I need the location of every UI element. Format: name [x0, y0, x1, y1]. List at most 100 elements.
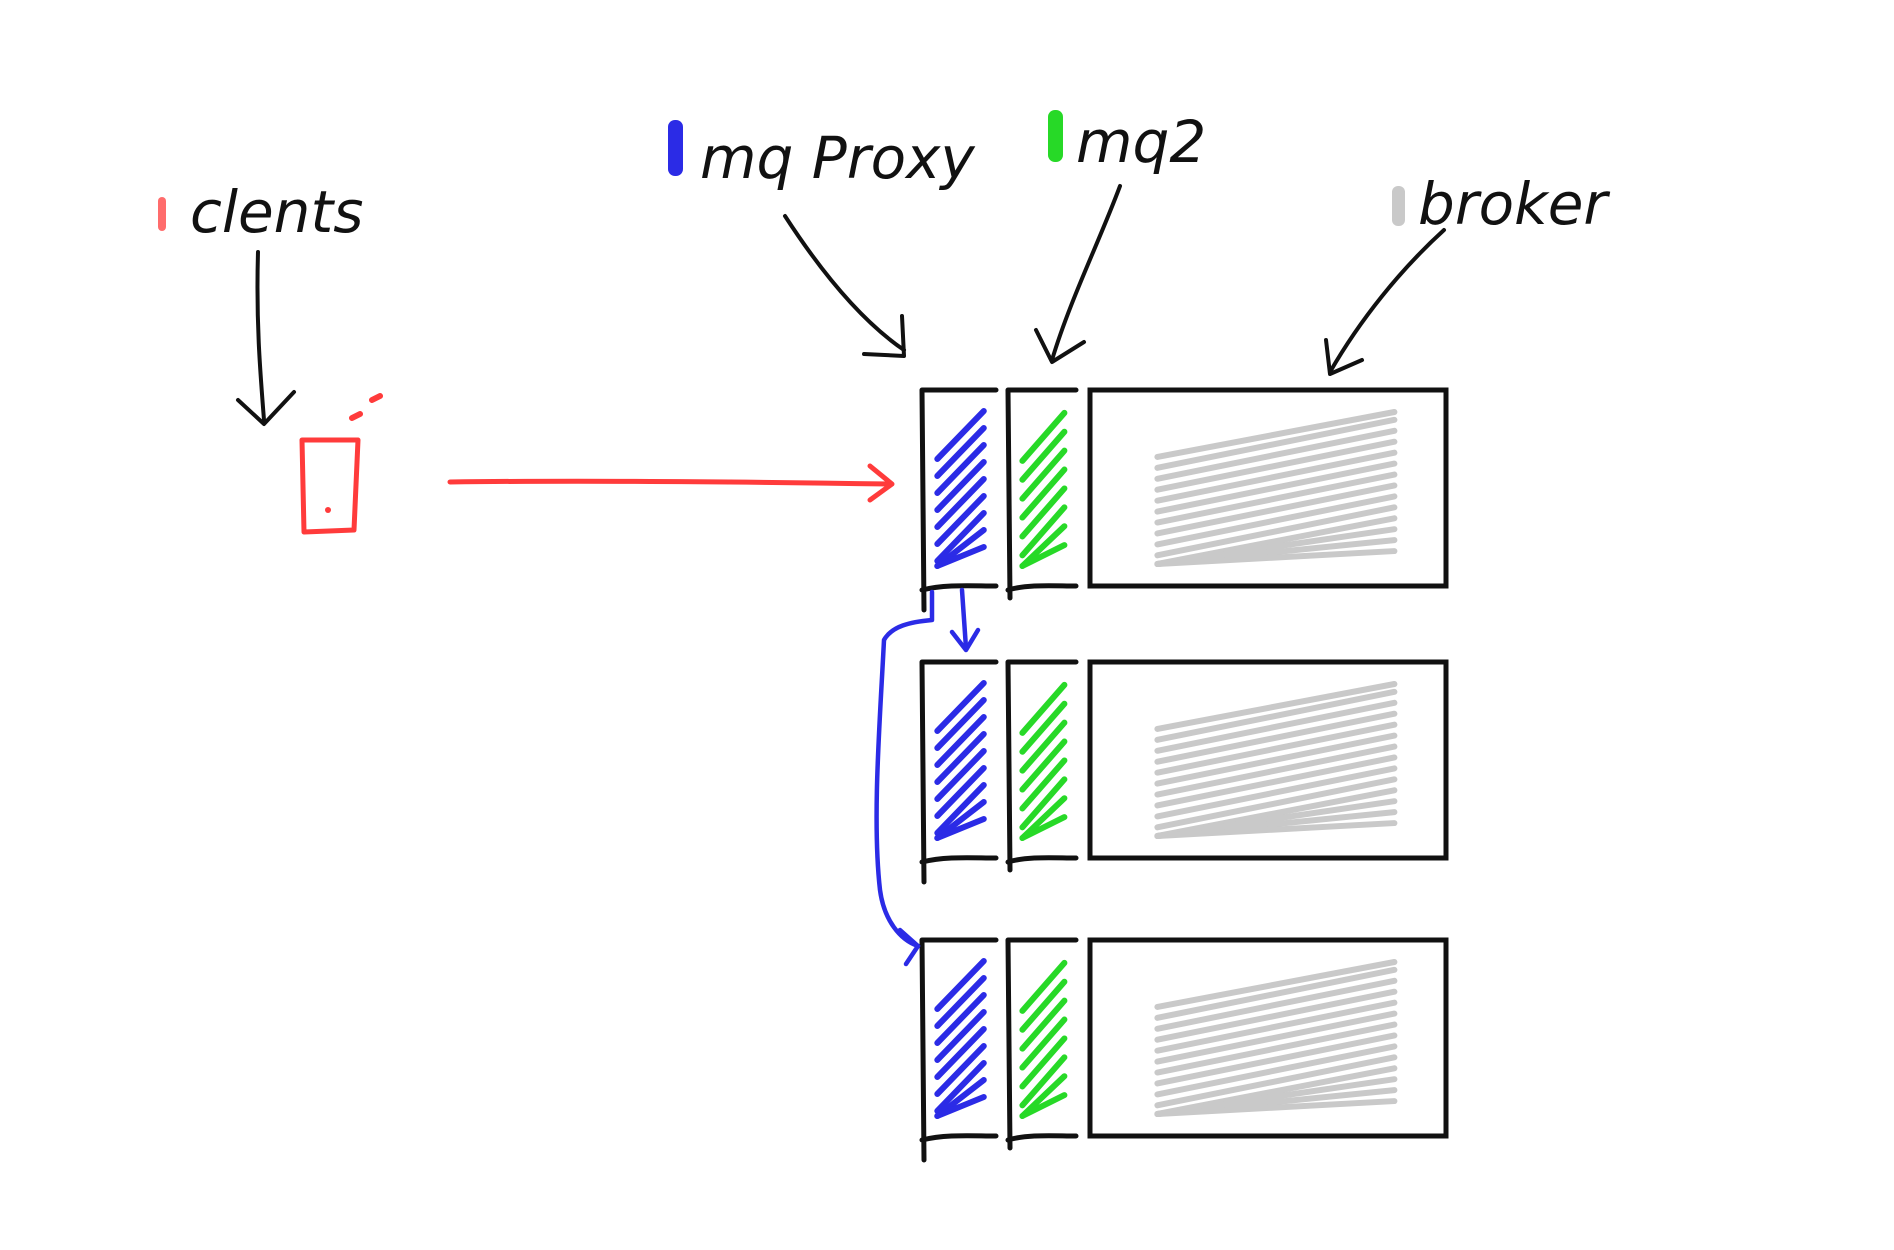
broker-hatch — [1154, 688, 1398, 743]
mqtt-hatch — [1019, 738, 1068, 793]
proxy-forward-arrows — [874, 587, 981, 967]
mqtt-hatch — [1019, 504, 1068, 559]
broker-hatch — [1154, 765, 1398, 820]
broker-hatch — [1154, 427, 1398, 482]
proxy-hatch — [934, 958, 987, 1012]
mqtt-hatch — [1019, 466, 1068, 521]
label-mqtt-proxy: mq Proxy — [700, 124, 975, 192]
mqtt-hatch — [1019, 542, 1068, 569]
broker-hatch — [1154, 1054, 1398, 1109]
legend-mqtt: mq2 — [1048, 108, 1206, 176]
broker-hatch — [1154, 1043, 1398, 1098]
broker-hatch — [1154, 1021, 1398, 1076]
proxy-hatch — [934, 493, 987, 547]
broker-hatch — [1154, 504, 1398, 559]
client-device-dot — [325, 507, 331, 513]
arrow-clients-head — [236, 390, 296, 426]
broker-hatch — [1154, 460, 1398, 515]
broker-hatch — [1154, 409, 1398, 460]
mqtt-hatch — [1019, 681, 1068, 736]
arrow-clients-pointer — [255, 250, 266, 422]
legend-swatch-proxy — [668, 120, 683, 176]
broker-hatch — [1154, 977, 1398, 1032]
proxy-forward-to-node-3-head — [897, 927, 921, 967]
broker-hatch — [1154, 754, 1398, 809]
mqtt-hatch — [1019, 776, 1068, 831]
broker-hatch — [1154, 681, 1398, 732]
client-signal-marks — [349, 393, 383, 421]
broker-hatch — [1154, 493, 1398, 548]
mqtt-proxy-cell — [919, 937, 999, 1163]
label-mqtt: mq2 — [1076, 108, 1206, 176]
proxy-forward-to-node-2-head — [949, 627, 981, 653]
broker-hatch — [1154, 699, 1398, 754]
arrow-broker-head — [1324, 338, 1364, 376]
mqtt-hatch — [1019, 1016, 1068, 1071]
broker-hatch — [1154, 1098, 1398, 1117]
arrow-mqtt-head — [1034, 328, 1086, 364]
client-to-proxy-line — [447, 478, 893, 487]
node-stack — [919, 387, 1449, 1163]
proxy-hatch — [934, 425, 987, 479]
broker-hatch — [1154, 820, 1398, 839]
broker-hatch — [1154, 743, 1398, 798]
proxy-hatch — [934, 510, 987, 564]
legend-mqtt-proxy: mq Proxy — [668, 120, 975, 192]
proxy-hatch — [934, 1026, 987, 1080]
client-to-proxy-head — [867, 463, 895, 503]
mqtt-hatch — [1019, 409, 1068, 464]
proxy-hatch — [934, 992, 987, 1046]
label-broker: broker — [1418, 170, 1610, 238]
mqtt-hatch — [1019, 700, 1068, 755]
arrow-proxy-pointer — [783, 214, 906, 352]
broker-hatch — [1154, 449, 1398, 504]
mqtt-hatch — [1019, 997, 1068, 1052]
node — [919, 387, 1449, 613]
broker-cell — [1087, 387, 1449, 589]
mqtt-hatch — [1019, 428, 1068, 483]
client-device-outline — [299, 437, 361, 535]
label-clients: clents — [190, 178, 363, 246]
proxy-forward-to-node-2 — [959, 587, 969, 651]
proxy-hatch — [934, 816, 987, 841]
proxy-hatch — [934, 544, 987, 569]
proxy-hatch — [934, 459, 987, 513]
proxy-hatch — [934, 975, 987, 1029]
broker-hatch — [1154, 416, 1398, 471]
client-to-proxy-arrow — [447, 463, 895, 503]
broker-cell — [1087, 937, 1449, 1139]
mqtt-hatch — [1019, 978, 1068, 1033]
proxy-hatch — [934, 731, 987, 785]
mqtt-hatch — [1019, 1054, 1068, 1109]
mqtt-hatch — [1019, 1035, 1068, 1090]
mqtt-cell — [1005, 659, 1079, 873]
mqtt-cell — [1005, 387, 1079, 601]
proxy-hatch — [934, 1060, 987, 1114]
mqtt-hatch — [1019, 447, 1068, 502]
proxy-hatch — [934, 1009, 987, 1063]
broker-hatch — [1154, 988, 1398, 1043]
broker-hatch — [1154, 471, 1398, 526]
broker-hatch — [1154, 966, 1398, 1021]
mqtt-hatch — [1019, 485, 1068, 540]
proxy-hatch — [934, 748, 987, 802]
proxy-hatch — [934, 1094, 987, 1119]
mqtt-cell — [1005, 937, 1079, 1151]
mqtt-hatch — [1019, 814, 1068, 841]
mqtt-hatch — [1019, 1092, 1068, 1119]
broker-hatch — [1154, 959, 1398, 1010]
proxy-hatch — [934, 765, 987, 819]
arrow-mqtt-pointer — [1050, 184, 1122, 362]
legend-broker: broker — [1392, 170, 1610, 238]
node — [919, 937, 1449, 1163]
broker-hatch — [1154, 438, 1398, 493]
proxy-hatch — [934, 476, 987, 530]
proxy-hatch — [934, 680, 987, 734]
broker-hatch — [1154, 721, 1398, 776]
broker-hatch — [1154, 999, 1398, 1054]
legend-swatch-mqtt — [1048, 110, 1063, 162]
proxy-hatch — [934, 782, 987, 836]
proxy-hatch — [934, 408, 987, 462]
broker-hatch — [1154, 710, 1398, 765]
proxy-hatch — [934, 697, 987, 751]
